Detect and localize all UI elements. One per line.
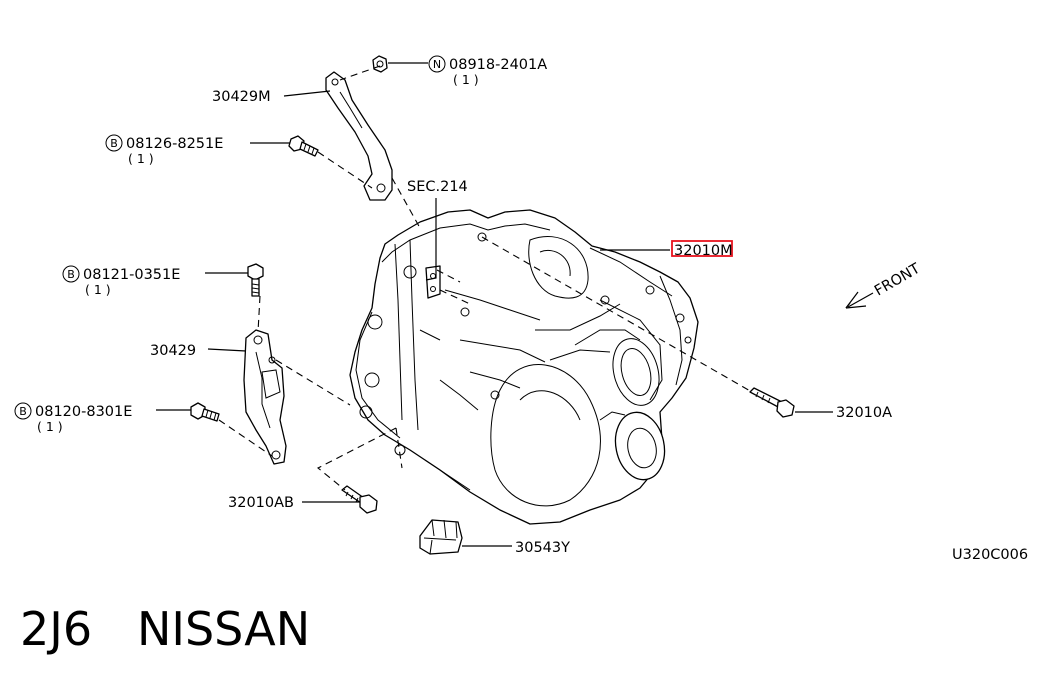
label-30543y[interactable]: 30543Y <box>515 540 570 556</box>
bolt-32010a[interactable] <box>749 387 795 418</box>
label-30429m[interactable]: 30429M <box>212 89 271 105</box>
label-08126-8251e[interactable]: 08126-8251E <box>126 136 223 152</box>
leader-lines <box>156 62 833 547</box>
symbol-b3: B <box>19 405 27 418</box>
assembly-dash-lines <box>218 65 753 491</box>
qty-08121-0351e: ( 1 ) <box>85 282 111 297</box>
label-08120-8301e[interactable]: 08120-8301E <box>35 404 132 420</box>
qty-08126-8251e: ( 1 ) <box>128 151 154 166</box>
callout-labels: 30429M N 08918-2401A ( 1 ) B 08126-8251E… <box>14 55 1028 563</box>
symbol-b2: B <box>67 268 75 281</box>
diagram-code: U320C006 <box>952 547 1028 563</box>
label-08918-2401a[interactable]: 08918-2401A <box>449 57 547 73</box>
transmission-housing[interactable] <box>349 209 699 525</box>
symbol-b2-circle <box>62 265 80 283</box>
symbol-b1: B <box>110 137 118 150</box>
symbol-n-circle <box>428 55 446 73</box>
footer-code: 2J6 <box>20 602 92 656</box>
bolt-08126-8251e[interactable] <box>288 135 319 157</box>
label-30429[interactable]: 30429 <box>150 343 196 359</box>
bolt-08121-0351e[interactable] <box>247 263 264 297</box>
bracket-30429[interactable] <box>243 329 287 465</box>
bracket-30429m[interactable] <box>325 71 393 201</box>
footer-brand: NISSAN <box>137 602 310 656</box>
qty-08918-2401a: ( 1 ) <box>453 72 479 87</box>
qty-08120-8301e: ( 1 ) <box>37 419 63 434</box>
label-32010m[interactable]: 32010M <box>674 243 733 259</box>
label-32010ab[interactable]: 32010AB <box>228 495 294 511</box>
bolt-08120-8301e[interactable] <box>190 402 220 422</box>
front-label: FRONT <box>872 261 923 300</box>
nut-08918-2401a[interactable] <box>372 55 388 73</box>
label-sec214[interactable]: SEC.214 <box>407 179 468 195</box>
label-32010a[interactable]: 32010A <box>836 405 892 421</box>
damper-30543y[interactable] <box>419 519 463 555</box>
label-08121-0351e[interactable]: 08121-0351E <box>83 267 180 283</box>
symbol-b1-circle <box>105 134 123 152</box>
bolt-32010ab[interactable] <box>341 485 378 514</box>
front-arrow: FRONT <box>845 261 923 309</box>
symbol-b3-circle <box>14 402 32 420</box>
symbol-n: N <box>433 58 441 71</box>
highlight-box <box>671 240 733 257</box>
